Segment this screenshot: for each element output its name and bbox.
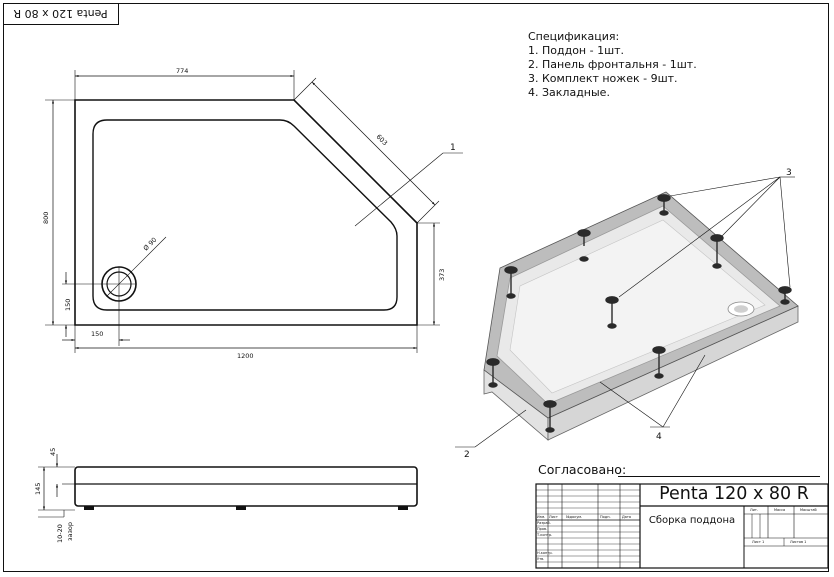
dim-1200: 1200 bbox=[237, 352, 254, 360]
svg-text:Лист 1: Лист 1 bbox=[752, 540, 764, 544]
specification-list: Спецификация: 1. Поддон - 1шт. 2. Панель… bbox=[528, 30, 697, 100]
spec-item: 1. Поддон - 1шт. bbox=[528, 44, 625, 57]
title-block bbox=[535, 483, 829, 569]
approval-signature-line bbox=[618, 476, 820, 477]
dim-45: 45 bbox=[49, 448, 57, 456]
svg-text:Изм.: Изм. bbox=[537, 515, 545, 519]
svg-text:Лит.: Лит. bbox=[750, 508, 758, 512]
approval-label: Согласовано: bbox=[538, 462, 627, 477]
dim-145: 145 bbox=[34, 483, 42, 495]
spec-item: 4. Закладные. bbox=[528, 86, 610, 99]
drawing-frame bbox=[3, 3, 829, 572]
dim-150-horizontal: 150 bbox=[91, 330, 103, 338]
svg-text:Масштаб: Масштаб bbox=[800, 508, 817, 512]
dim-800: 800 bbox=[42, 212, 50, 224]
drain-diameter-label: Ø 90 bbox=[142, 236, 159, 253]
spec-item: 2. Панель фронтальня - 1шт. bbox=[528, 58, 697, 71]
callout-3: 3 bbox=[786, 168, 792, 178]
dim-150-vertical: 150 bbox=[64, 299, 72, 311]
top-view: Ø 90 774 603 800 373 150 150 bbox=[42, 67, 463, 360]
title-block-subtitle: Сборка поддона bbox=[648, 515, 736, 526]
svg-text:Пров.: Пров. bbox=[537, 527, 547, 531]
drain-circle bbox=[101, 236, 167, 302]
title-block-title: Penta 120 x 80 R bbox=[659, 484, 809, 504]
svg-text:Н.контр.: Н.контр. bbox=[537, 551, 553, 555]
side-view: 45 145 10-20 зазор bbox=[34, 448, 418, 543]
dim-603: 603 bbox=[375, 133, 389, 147]
svg-text:Листов 1: Листов 1 bbox=[790, 540, 806, 544]
dim-gap: 10-20 bbox=[56, 524, 64, 543]
callout-2: 2 bbox=[464, 450, 470, 460]
svg-text:Лист: Лист bbox=[549, 515, 558, 519]
svg-text:Подп.: Подп. bbox=[600, 515, 611, 519]
svg-text:Т.контр.: Т.контр. bbox=[536, 533, 552, 537]
svg-text:Дата: Дата bbox=[622, 515, 631, 519]
dim-774: 774 bbox=[176, 67, 188, 75]
callout-1: 1 bbox=[450, 143, 456, 153]
callout-4: 4 bbox=[656, 432, 662, 442]
dim-373: 373 bbox=[438, 269, 446, 281]
svg-text:Утв.: Утв. bbox=[537, 557, 544, 561]
spec-item: 3. Комплект ножек - 9шт. bbox=[528, 72, 678, 85]
rotated-title-tab: Penta 120 x 80 R bbox=[3, 3, 119, 25]
svg-text:Масса: Масса bbox=[774, 508, 785, 512]
title-block-labels: Изм. Лист №докум. Подп. Дата Разраб. Про… bbox=[536, 508, 817, 561]
isometric-view: 3 2 4 bbox=[455, 168, 799, 460]
svg-text:№докум.: №докум. bbox=[566, 515, 582, 519]
svg-text:Разраб.: Разраб. bbox=[537, 521, 551, 525]
dim-gap-label: зазор bbox=[66, 522, 74, 541]
spec-heading: Спецификация: bbox=[528, 30, 620, 43]
